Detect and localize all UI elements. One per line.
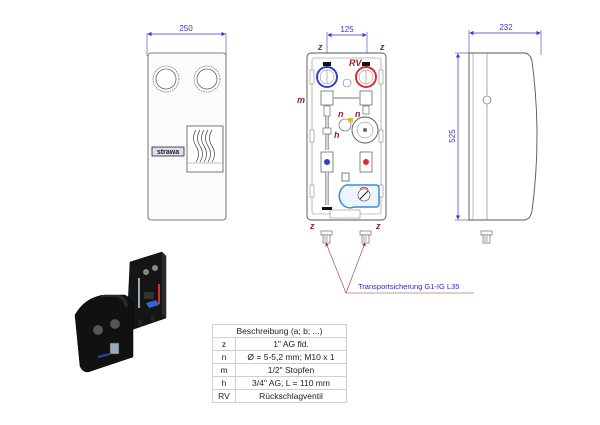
- legend-value: 3/4" AG; L = 110 mm: [235, 376, 347, 390]
- dim-height-label: 525: [448, 129, 457, 143]
- legend-table: Beschreibung (a; b; ...) z 1" AG fld. n …: [212, 324, 347, 403]
- front-gauge-left: [152, 65, 180, 93]
- label-n-right: n: [355, 109, 361, 119]
- supply-ball-valve: [359, 90, 373, 106]
- legend-value: 1/2" Stopfen: [235, 363, 347, 377]
- front-window-panel: [186, 125, 224, 173]
- front-gauge-right: [193, 65, 221, 93]
- open-view: 125: [297, 25, 474, 294]
- legend-row: z 1" AG fld.: [212, 337, 347, 351]
- dimension-front-width: 250: [146, 24, 227, 56]
- label-z-top-left: z: [317, 42, 323, 52]
- legend-value: Ø = 5-5,2 mm; M10 x 1: [235, 350, 347, 364]
- legend-key: z: [212, 337, 236, 351]
- brand-logo: strawa: [151, 146, 185, 157]
- side-casing: [468, 52, 538, 221]
- callout-text: Transportsicherung G1-IG L35: [358, 282, 459, 291]
- legend-key: h: [212, 376, 236, 390]
- transport-cap-right: [359, 230, 372, 244]
- dim-front-width-label: 250: [179, 24, 193, 33]
- dim-open-width-label: 125: [340, 25, 354, 34]
- label-h: h: [334, 130, 340, 140]
- legend-key: n: [212, 350, 236, 364]
- render-casing: [74, 294, 134, 373]
- front-view: 250 strawa: [146, 24, 227, 221]
- legend-key: RV: [212, 389, 236, 403]
- label-z-top-right: z: [379, 42, 385, 52]
- transport-cap-left: [320, 230, 333, 244]
- dim-side-depth-label: 232: [499, 23, 513, 32]
- pump-housing-blue: [338, 184, 380, 209]
- supply-line: [338, 62, 379, 173]
- transport-callout: Transportsicherung G1-IG L35: [325, 242, 474, 294]
- legend-header-row: Beschreibung (a; b; ...): [212, 324, 347, 338]
- label-rv: RV: [349, 58, 362, 68]
- brand-logo-text: strawa: [157, 149, 179, 156]
- label-n-left: n: [338, 109, 344, 119]
- side-view: 232 525: [448, 23, 542, 244]
- legend-value: 1" AG fld.: [235, 337, 347, 351]
- legend-row: h 3/4" AG; L = 110 mm: [212, 376, 347, 390]
- label-z-bottom-left: z: [309, 221, 315, 231]
- isometric-render: [74, 251, 167, 373]
- dimension-height: 525: [448, 52, 470, 221]
- label-m: m: [297, 95, 305, 105]
- side-transport-cap: [480, 230, 493, 244]
- return-ball-valve: [320, 90, 334, 106]
- legend-row: m 1/2" Stopfen: [212, 363, 347, 377]
- legend-row: RV Rückschlagventil: [212, 389, 347, 403]
- legend-value: Rückschlagventil: [235, 389, 347, 403]
- dimension-side-depth: 232: [468, 23, 542, 55]
- return-valve-handle: [324, 159, 330, 165]
- return-line: [316, 62, 338, 210]
- legend-row: n Ø = 5-5,2 mm; M10 x 1: [212, 350, 347, 364]
- legend-key: m: [212, 363, 236, 377]
- supply-valve-handle: [363, 159, 369, 165]
- legend-header: Beschreibung (a; b; ...): [212, 324, 347, 338]
- label-z-bottom-right: z: [375, 221, 381, 231]
- circulation-pump: [351, 116, 379, 144]
